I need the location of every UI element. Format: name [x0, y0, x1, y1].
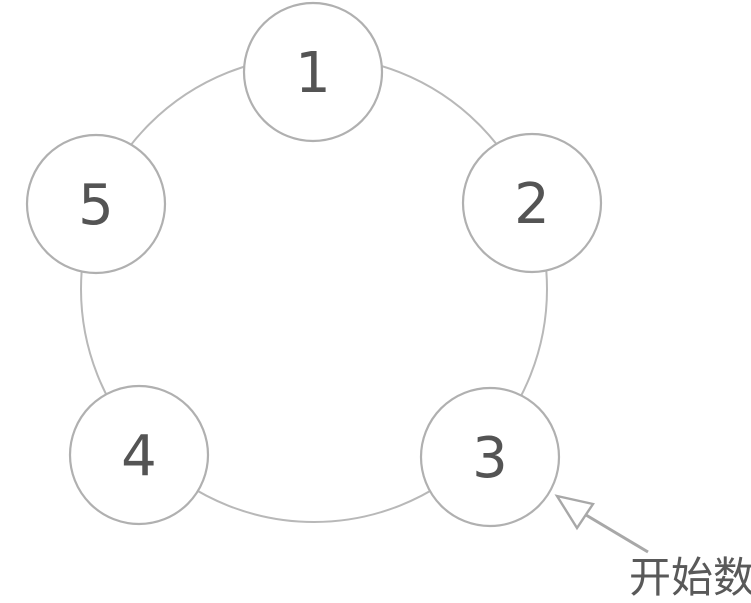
node-label: 2: [514, 172, 550, 237]
arrow-shaft: [585, 513, 649, 554]
node-label: 4: [121, 424, 157, 489]
arrowhead-icon: [554, 494, 595, 531]
node-circle: [25, 133, 167, 275]
node-5: 5: [25, 133, 167, 275]
node-1: 1: [242, 1, 384, 143]
node-label: 3: [472, 426, 508, 491]
node-circle: [419, 386, 561, 528]
node-3: 3: [419, 386, 561, 528]
start-arrow: [554, 494, 649, 554]
node-circle: [68, 384, 210, 526]
node-2: 2: [461, 132, 603, 274]
node-circle: [461, 132, 603, 274]
node-circle: [242, 1, 384, 143]
start-count-label: 开始数: [629, 553, 751, 602]
node-label: 5: [78, 173, 114, 238]
node-label: 1: [295, 41, 331, 106]
node-4: 4: [68, 384, 210, 526]
